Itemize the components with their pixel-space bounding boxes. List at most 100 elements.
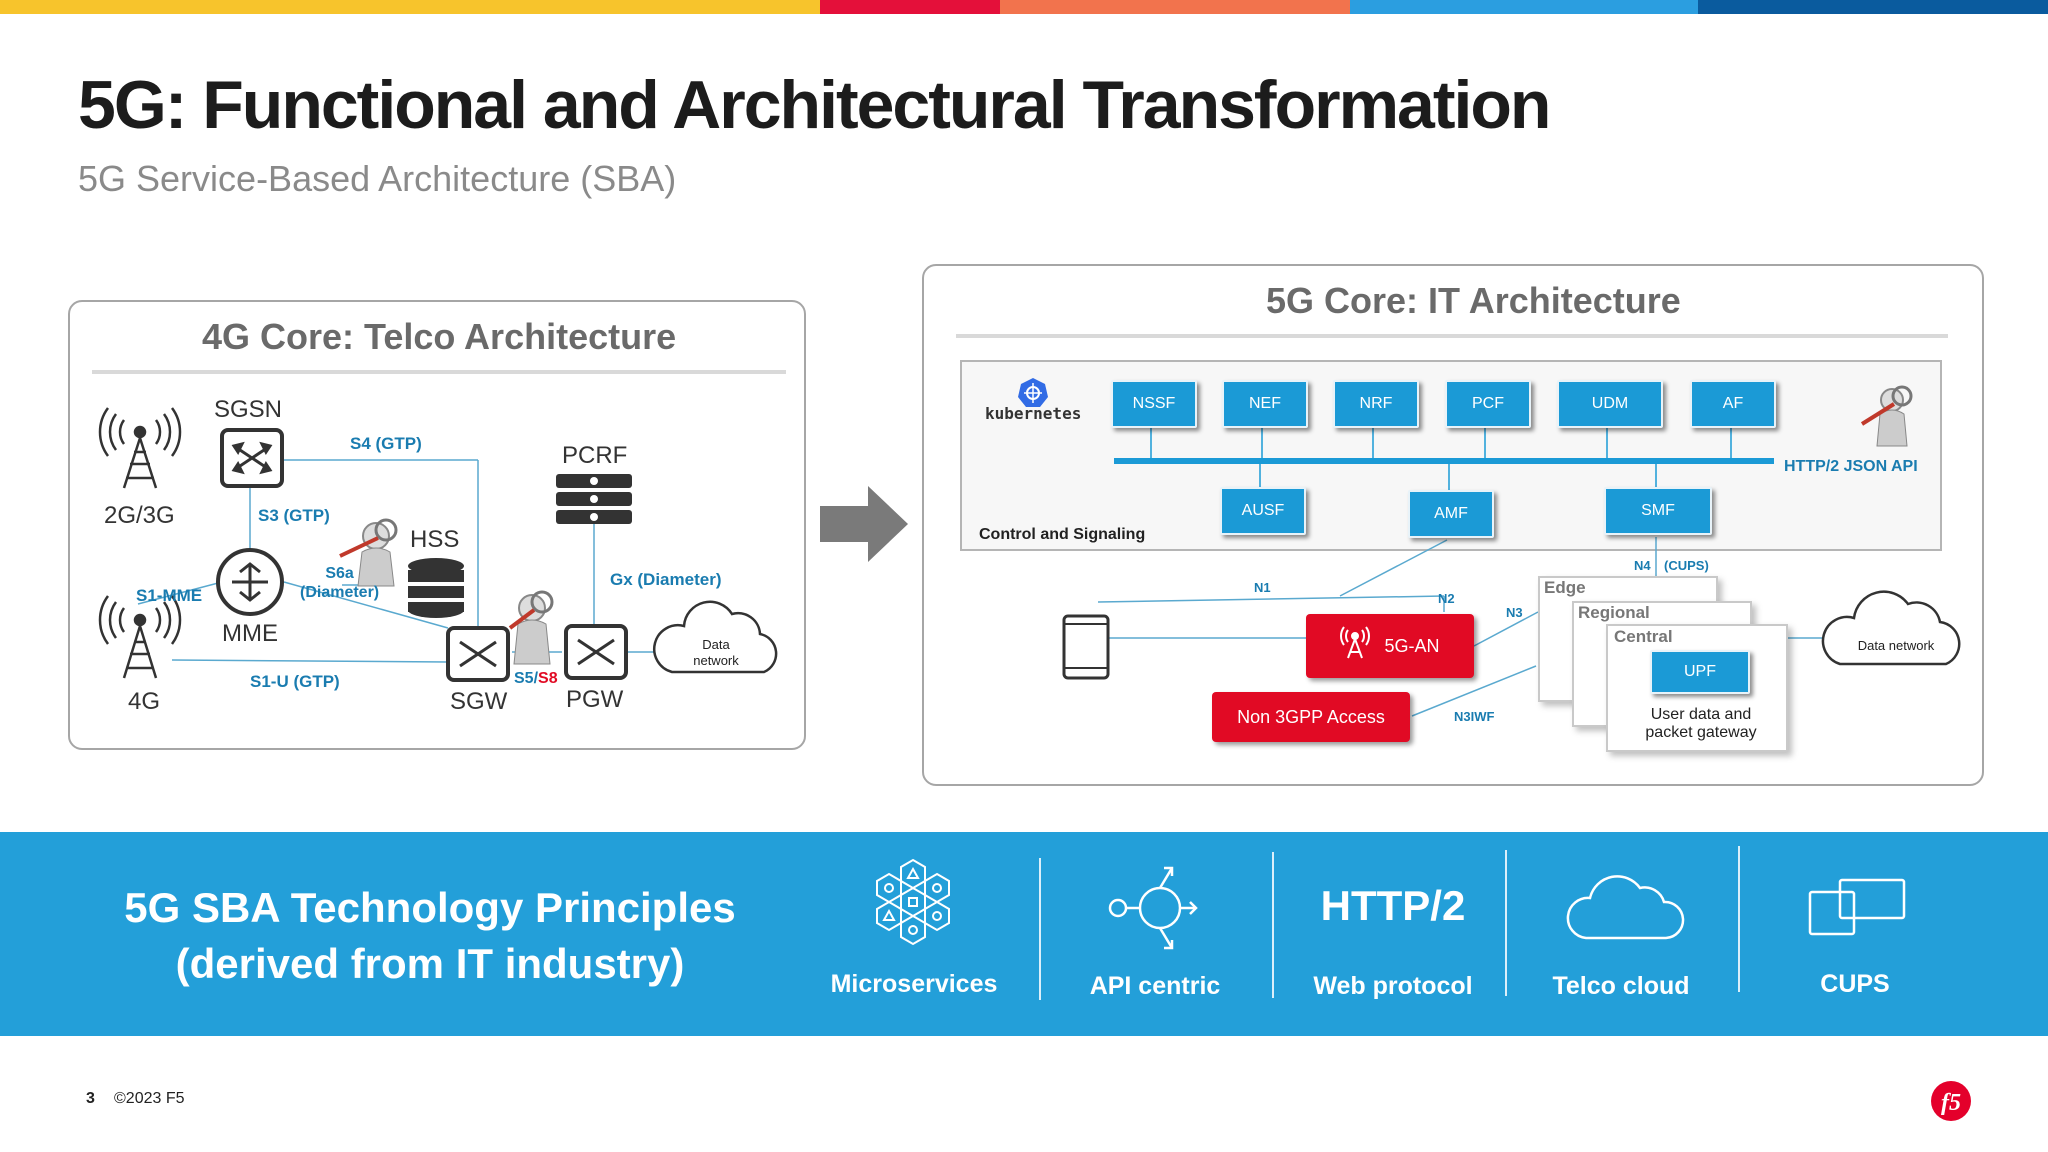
principle-divider	[1039, 858, 1041, 1000]
nf-upf: UPF	[1650, 650, 1750, 694]
data-network-line-1: Data	[702, 637, 730, 652]
s5-label: S5/	[514, 670, 539, 687]
n3iwf-label: N3IWF	[1454, 709, 1495, 724]
s6a-interface-label: S6a (Diameter)	[300, 564, 379, 602]
nf-udm: UDM	[1557, 380, 1663, 428]
principle-web-protocol-label: Web protocol	[1313, 972, 1473, 1000]
nf-pcf: PCF	[1445, 380, 1531, 428]
bar-blue	[1350, 0, 1698, 14]
data-network-label: Data network	[688, 637, 744, 669]
antenna-icon	[1340, 626, 1371, 666]
n3-label: N3	[1506, 605, 1523, 620]
nf-amf: AMF	[1408, 490, 1494, 538]
svg-text:f5: f5	[1941, 1090, 1961, 1116]
upf-description: User data and packet gateway	[1618, 706, 1784, 742]
principle-divider	[1505, 850, 1507, 996]
page-number: 3	[86, 1090, 95, 1107]
s1-u-interface-label: S1-U (GTP)	[250, 672, 340, 691]
nf-nef: NEF	[1222, 380, 1308, 428]
cups-interface-label: (CUPS)	[1664, 558, 1709, 573]
n4-label: N4	[1634, 558, 1651, 573]
copyright: ©2023 F5	[114, 1090, 185, 1107]
page-title: 5G: Functional and Architectural Transfo…	[78, 67, 1551, 143]
tier-edge-label: Edge	[1544, 578, 1586, 597]
principle-telco-cloud-label: Telco cloud	[1552, 972, 1690, 1000]
data-network-line-2: network	[693, 653, 739, 668]
upf-desc-line-1: User data and	[1650, 706, 1752, 723]
5g-panel-title: 5G Core: IT Architecture	[1266, 280, 1681, 321]
principle-divider	[1738, 846, 1740, 992]
s5-s8-interface-label: S5/S8	[514, 670, 558, 688]
principle-divider	[1272, 852, 1274, 998]
http2-text: HTTP/2	[1320, 882, 1466, 929]
principles-heading: 5G SBA Technology Principles (derived fr…	[40, 880, 820, 992]
bar-yellow	[0, 0, 820, 14]
sgsn-label: SGSN	[214, 396, 283, 423]
data-network-right-label: Data network	[1857, 638, 1935, 653]
tier-central-label: Central	[1614, 627, 1673, 646]
n2-label: N2	[1438, 591, 1455, 606]
mme-label: MME	[222, 620, 278, 647]
nf-smf: SMF	[1604, 487, 1712, 535]
s6a-line-2: (Diameter)	[300, 584, 380, 601]
4g-core-panel	[68, 300, 806, 750]
principle-cups-label: CUPS	[1820, 970, 1890, 998]
gx-interface-label: Gx (Diameter)	[610, 570, 722, 589]
hss-label: HSS	[410, 526, 460, 553]
page-subtitle: 5G Service-Based Architecture (SBA)	[78, 158, 677, 199]
nf-ausf: AUSF	[1220, 487, 1306, 535]
n1-label: N1	[1254, 580, 1271, 595]
principles-band	[0, 832, 2048, 1036]
bar-dark-blue	[1698, 0, 2048, 14]
5g-an-box: 5G-AN	[1306, 614, 1474, 678]
nf-nrf: NRF	[1333, 380, 1419, 428]
principle-api-label: API centric	[1089, 972, 1221, 1000]
control-signaling-label: Control and Signaling	[979, 526, 1146, 543]
s8-label: S8	[538, 670, 558, 687]
s3-interface-label: S3 (GTP)	[258, 506, 330, 525]
principles-heading-line-2: (derived from IT industry)	[175, 940, 685, 987]
sgw-label: SGW	[450, 688, 508, 715]
http2-json-api-label: HTTP/2 JSON API	[1784, 458, 1918, 475]
bar-orange	[1000, 0, 1350, 14]
pgw-label: PGW	[566, 686, 624, 713]
s6a-line-1: S6a	[325, 565, 354, 582]
tower-2g3g-label: 2G/3G	[104, 502, 175, 529]
s4-interface-label: S4 (GTP)	[350, 434, 422, 453]
kubernetes-label: kubernetes	[985, 404, 1082, 423]
tower-4g-label: 4G	[128, 688, 161, 715]
5g-an-label: 5G-AN	[1384, 635, 1440, 656]
upf-desc-line-2: packet gateway	[1645, 724, 1757, 741]
principle-microservices-label: Microservices	[830, 970, 998, 998]
pcrf-label: PCRF	[562, 442, 628, 469]
tier-regional-label: Regional	[1578, 603, 1650, 622]
4g-panel-title: 4G Core: Telco Architecture	[202, 316, 677, 357]
bar-red	[820, 0, 1000, 14]
nf-af: AF	[1690, 380, 1776, 428]
principles-heading-line-1: 5G SBA Technology Principles	[124, 884, 736, 931]
non-3gpp-access-box: Non 3GPP Access	[1212, 692, 1410, 742]
s1-mme-interface-label: S1-MME	[136, 586, 203, 605]
nf-nssf: NSSF	[1111, 380, 1197, 428]
